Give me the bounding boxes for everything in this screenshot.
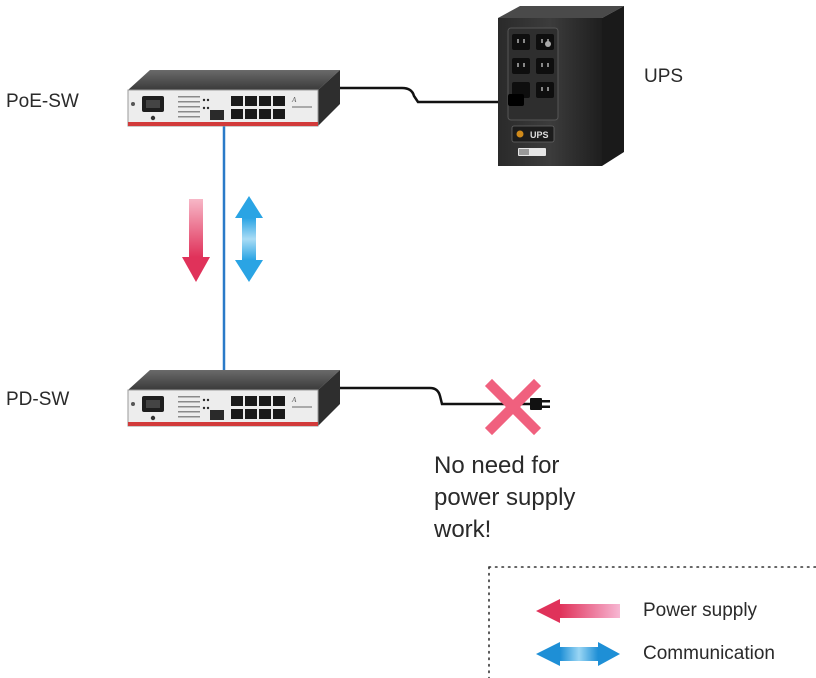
legend-power-label: Power supply bbox=[643, 600, 758, 621]
pd-switch: A bbox=[127, 370, 340, 427]
no-power-note: No need for power supply work! bbox=[434, 450, 575, 546]
note-line-2: power supply bbox=[434, 484, 576, 511]
ups-badge: UPS bbox=[530, 130, 549, 140]
not-needed-cross-icon bbox=[484, 378, 542, 436]
power-supply-arrow bbox=[182, 199, 210, 282]
svg-text:A: A bbox=[291, 396, 297, 404]
poe-switch-label: PoE-SW bbox=[6, 91, 79, 112]
communication-arrow bbox=[235, 196, 263, 282]
poe-switch-power-cable bbox=[340, 86, 510, 104]
pd-switch-power-cable bbox=[340, 386, 532, 406]
power-plug-icon bbox=[530, 398, 550, 410]
svg-text:A: A bbox=[291, 96, 297, 104]
note-line-1: No need for bbox=[434, 452, 560, 479]
ups-plug-icon bbox=[508, 94, 524, 106]
poe-switch: A bbox=[127, 70, 340, 127]
pd-switch-label: PD-SW bbox=[6, 389, 70, 410]
ups-unit: UPS bbox=[498, 6, 624, 166]
legend-communication-arrow bbox=[536, 642, 620, 666]
legend-communication-label: Communication bbox=[643, 643, 775, 664]
legend-power-arrow bbox=[536, 599, 620, 623]
legend-box bbox=[488, 566, 816, 678]
ups-label: UPS bbox=[644, 66, 684, 87]
note-line-3: work! bbox=[434, 516, 492, 543]
ups-power-button-icon bbox=[516, 130, 524, 138]
